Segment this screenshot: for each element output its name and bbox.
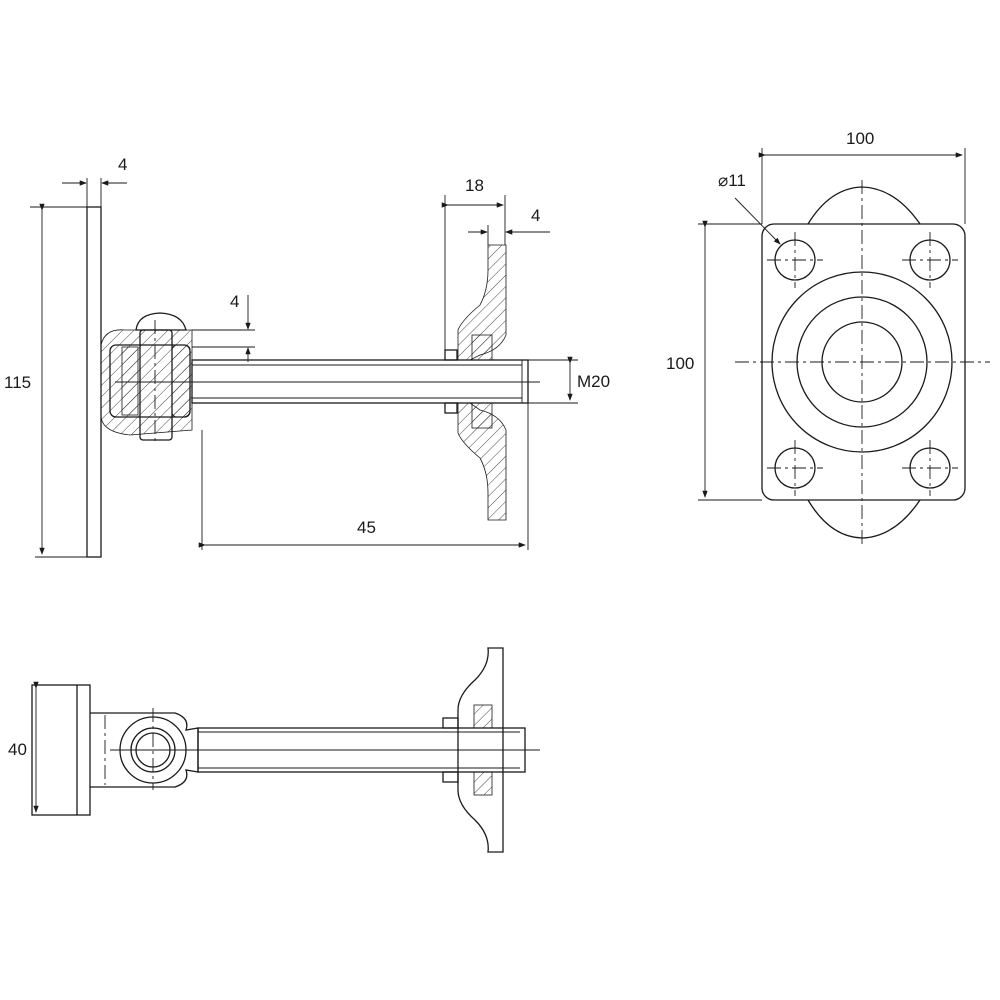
dim-length: 45 (357, 518, 376, 537)
dim-bracket-depth: 18 (465, 176, 484, 195)
dim-hole-diameter: ⌀11 (718, 171, 746, 190)
threaded-rod (191, 359, 529, 404)
dim-plate-thickness: 4 (118, 155, 128, 174)
dim-width: 100 (846, 129, 875, 148)
dim-bracket-thickness: 4 (531, 206, 541, 225)
front-view (698, 148, 990, 545)
bracket-top (457, 647, 504, 853)
dim-front-height: 100 (666, 354, 695, 373)
dim-plate-width: 40 (8, 740, 27, 759)
dim-height: 115 (4, 373, 32, 392)
bottom-lobe (807, 499, 921, 539)
dim-pin-offset: 4 (230, 292, 240, 311)
wall-plate (86, 206, 102, 558)
dim-thread: M20 (577, 372, 611, 391)
bracket-plate-top (457, 244, 507, 361)
bracket-plate-bottom (457, 402, 507, 521)
top-lobe (807, 186, 921, 225)
wall-plate-top (31, 684, 91, 816)
side-view (30, 178, 578, 558)
pin-head (135, 312, 187, 331)
top-view (31, 647, 540, 853)
